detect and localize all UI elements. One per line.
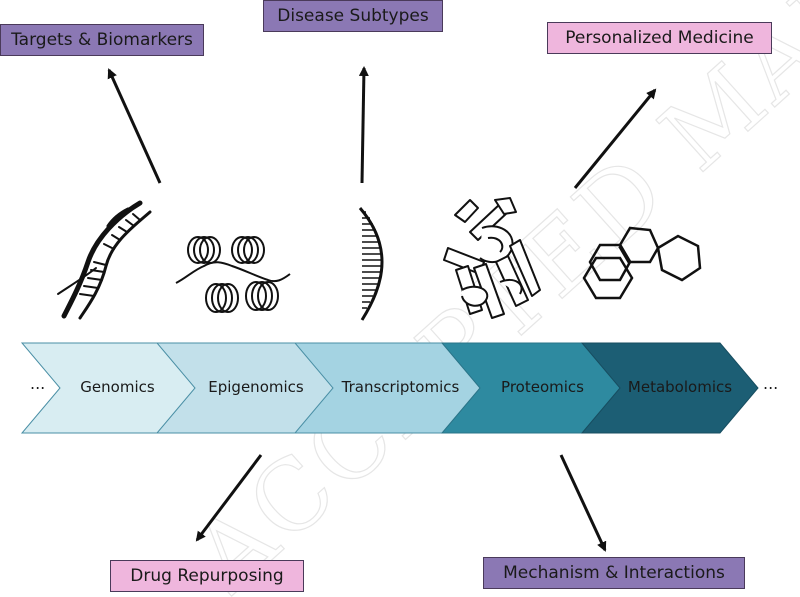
arrow-to-subtypes	[358, 66, 369, 184]
dna-helix-icon	[57, 200, 152, 320]
box-personalized-medicine: Personalized Medicine	[547, 22, 772, 54]
box-drug-repurposing: Drug Repurposing	[110, 560, 304, 592]
stage-label-metabolomics: Metabolomics	[627, 378, 733, 396]
arrow-to-targets	[107, 68, 162, 184]
box-targets-biomarkers: Targets & Biomarkers	[0, 24, 204, 56]
box-disease-subtypes: Disease Subtypes	[263, 0, 443, 32]
box-mechanism-interactions: Mechanism & Interactions	[483, 557, 745, 589]
stage-label-proteomics: Proteomics	[501, 378, 584, 396]
stage-label-genomics: Genomics	[80, 378, 155, 396]
arrow-to-mechanism	[559, 454, 607, 552]
lead-ellipsis: ...	[30, 374, 46, 393]
protein-icon	[443, 197, 541, 319]
chromatin-icon	[175, 236, 291, 313]
mrna-icon	[358, 207, 384, 321]
pipeline	[20, 342, 759, 434]
stage-label-epigenomics: Epigenomics	[208, 378, 304, 396]
chevron-metabolomics	[580, 342, 759, 434]
stage-label-transcriptomics: Transcriptomics	[341, 378, 460, 396]
arrow-to-personalized	[573, 88, 657, 189]
molecule-icon	[582, 226, 702, 300]
trail-ellipsis: ...	[763, 374, 779, 393]
arrow-to-repurposing	[195, 454, 263, 542]
